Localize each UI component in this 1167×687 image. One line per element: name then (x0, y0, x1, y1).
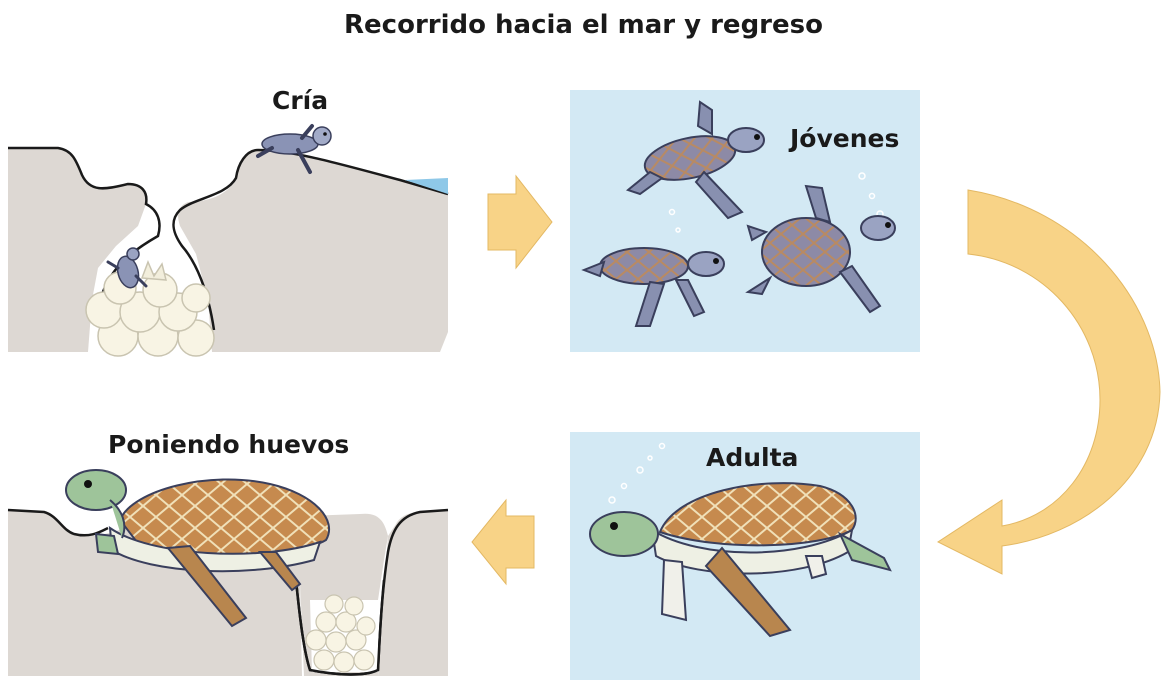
juvenile-turtle-right-icon (745, 184, 896, 314)
arrow-left (471, 498, 535, 586)
arrow-curved-down (936, 189, 1161, 575)
diagram-title: Recorrido hacia el mar y regreso (344, 10, 823, 40)
arrow-right (487, 174, 553, 270)
juvenile-turtle-top-icon (625, 100, 765, 220)
laid-eggs (305, 594, 376, 673)
juvenile-turtle-left-icon (581, 247, 725, 327)
stage-label-nesting: Poniendo huevos (108, 430, 350, 459)
stage-label-juveniles: Jóvenes (790, 124, 900, 153)
adult-turtle-icon (589, 482, 892, 638)
stage-label-adult: Adulta (706, 443, 799, 472)
nesting-scene (7, 469, 449, 676)
hatchling-scene (8, 124, 449, 357)
beach-cross-section (8, 148, 448, 352)
nesting-turtle-icon (65, 469, 331, 628)
hatchling-in-nest-icon (106, 247, 148, 289)
bubbles-adult (608, 442, 666, 504)
sea-edge (405, 178, 448, 194)
stage-label-hatchling: Cría (272, 86, 329, 115)
hatchling-on-beach-icon (256, 124, 332, 174)
